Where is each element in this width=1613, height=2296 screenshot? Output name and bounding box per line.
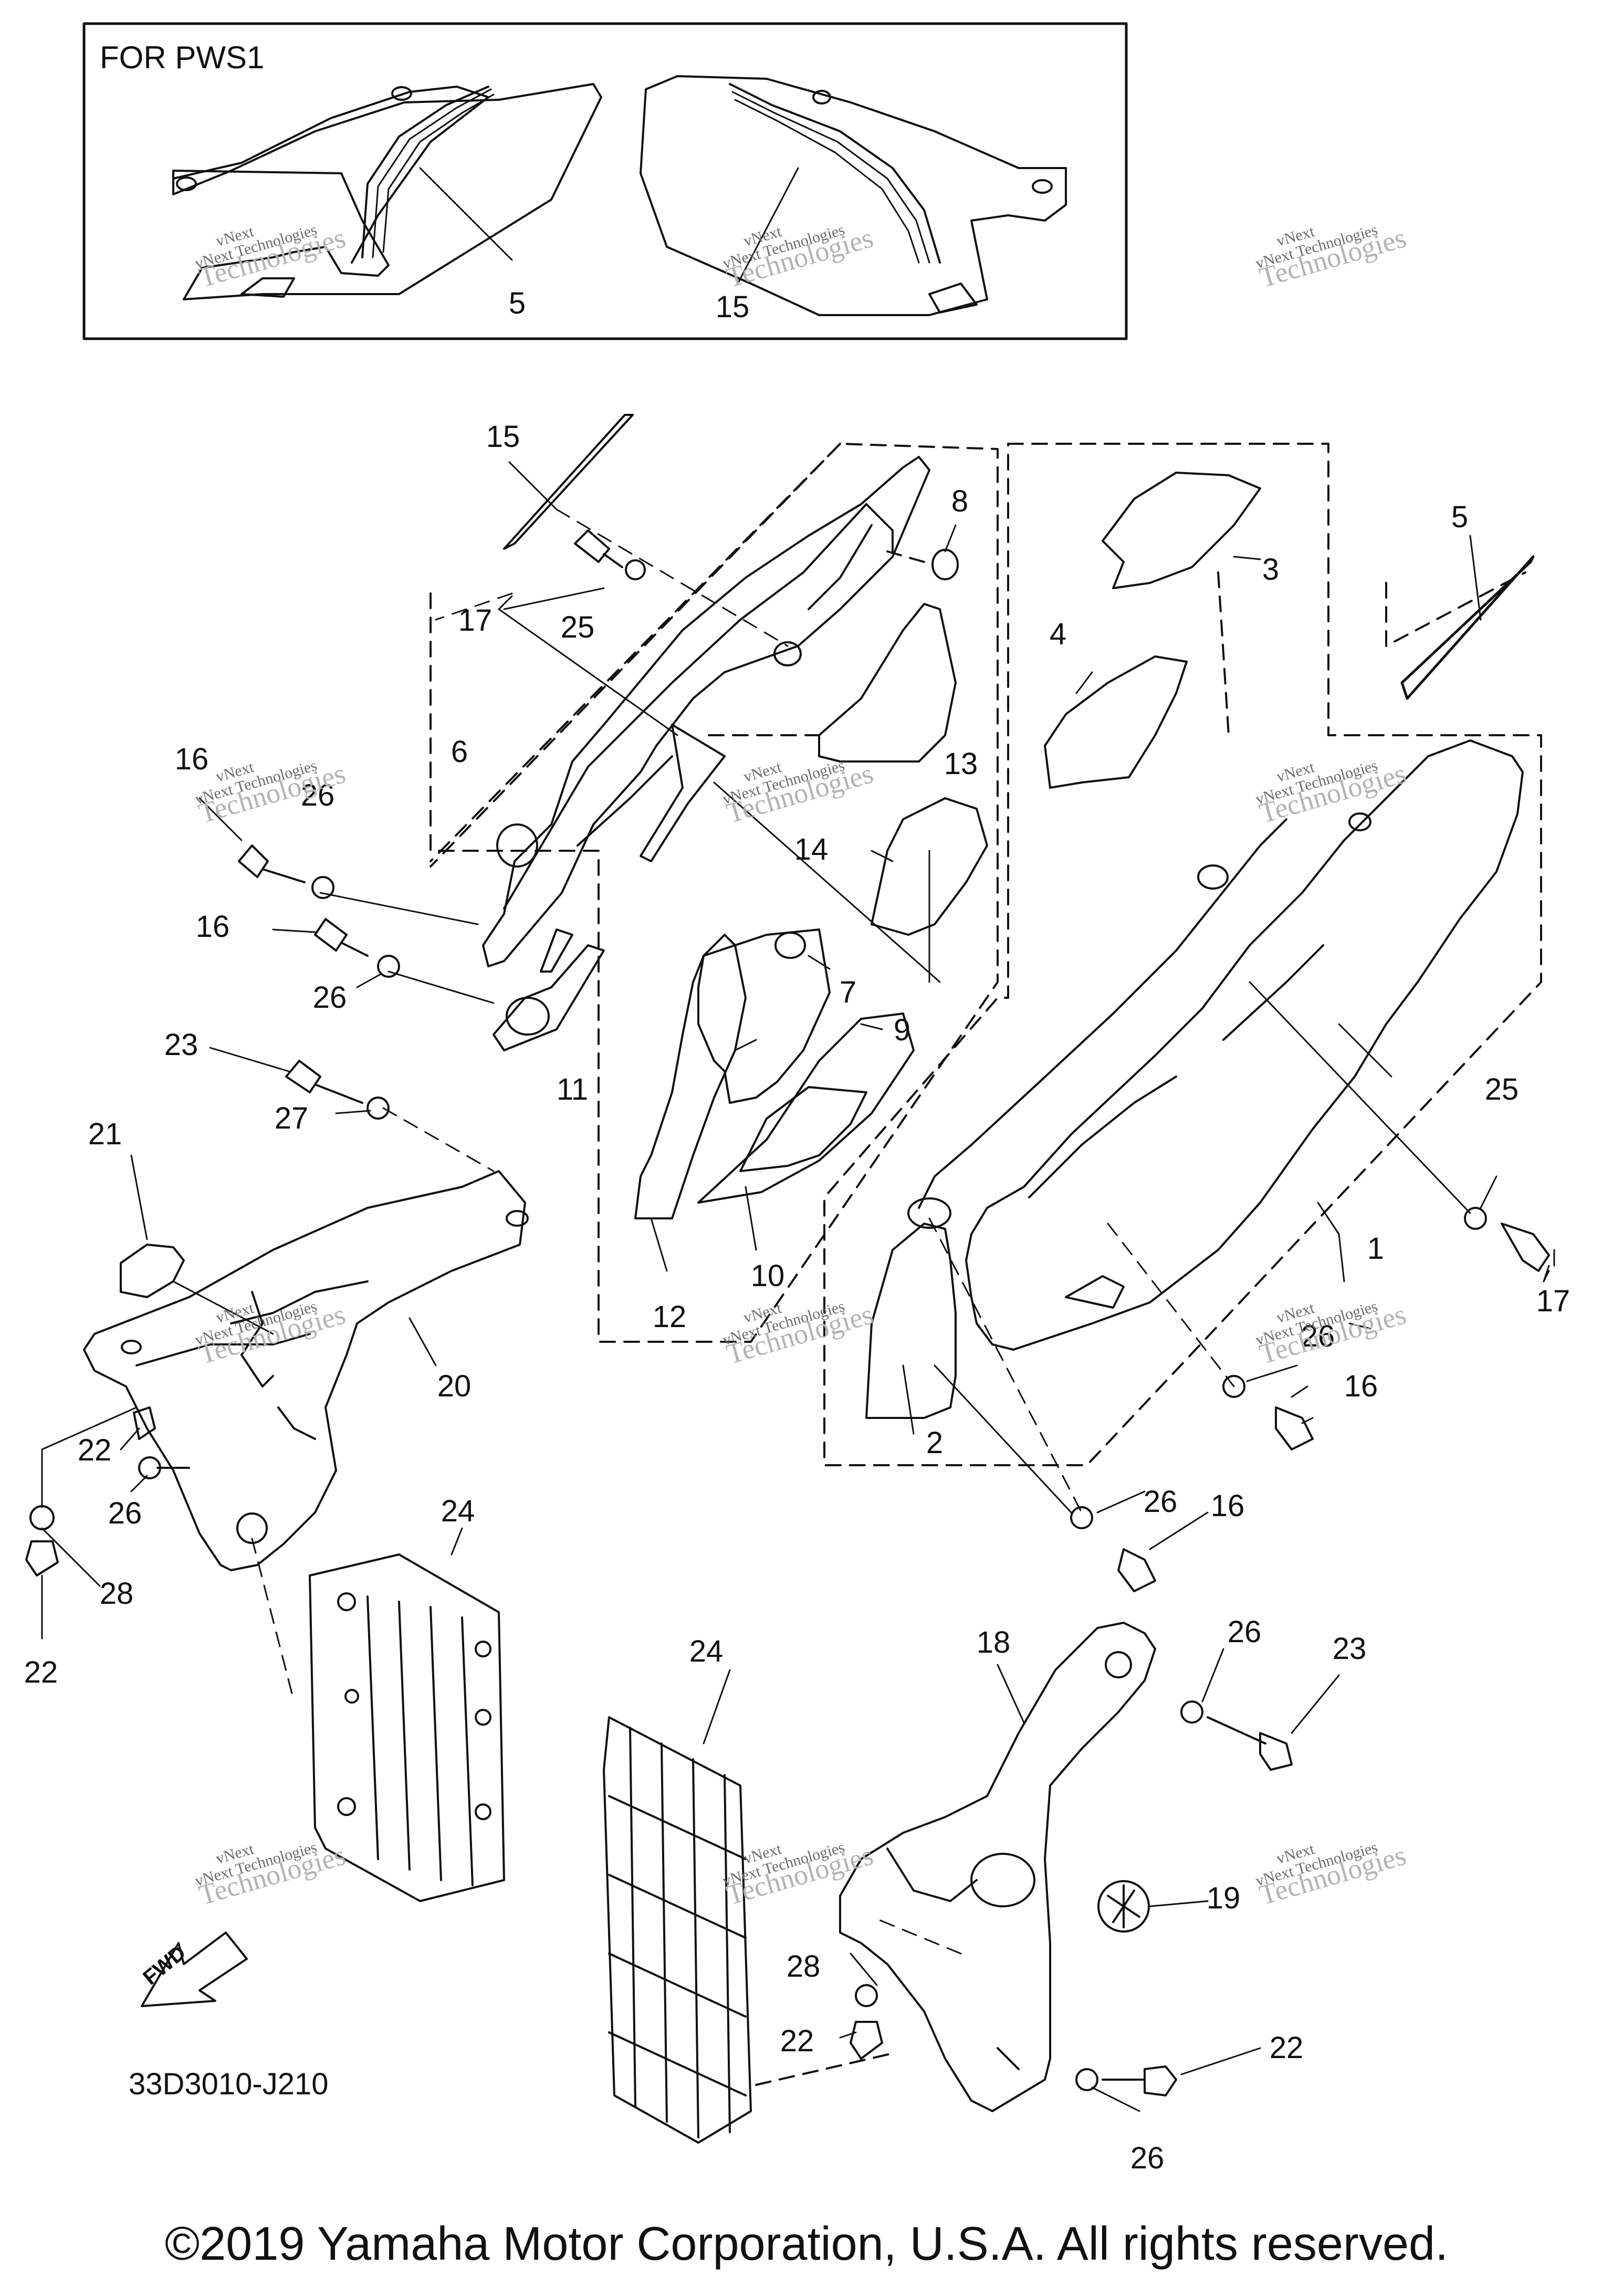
callout-22-b[interactable]: 22 — [24, 1655, 58, 1689]
callout-16-d[interactable]: 16 — [1210, 1489, 1245, 1523]
part-11 — [697, 928, 831, 1104]
callout-26-d[interactable]: 26 — [1301, 1319, 1335, 1353]
callout-24-b[interactable]: 24 — [689, 1634, 724, 1668]
callout-9[interactable]: 9 — [893, 1013, 911, 1047]
diagram-code: 33D3010-J210 — [129, 2067, 329, 2101]
callout-16-a[interactable]: 16 — [174, 742, 209, 776]
part-5 — [1400, 555, 1535, 700]
callout-16-c[interactable]: 16 — [1344, 1369, 1378, 1403]
part-19 — [1097, 1880, 1150, 1933]
part-21 — [120, 1244, 185, 1298]
callout-25-b[interactable]: 25 — [1484, 1072, 1519, 1107]
inset-callout-5[interactable]: 5 — [508, 286, 526, 320]
copyright-notice: ©2019 Yamaha Motor Corporation, U.S.A. A… — [164, 2218, 1449, 2270]
callout-28-b[interactable]: 28 — [786, 1949, 821, 1984]
callout-26-c[interactable]: 26 — [108, 1496, 142, 1530]
callout-19[interactable]: 19 — [1206, 1881, 1241, 1915]
part-18 — [839, 1622, 1156, 2112]
part-7 — [774, 932, 806, 959]
part-2 — [865, 1223, 957, 1419]
inset-callout-15[interactable]: 15 — [715, 290, 750, 324]
callout-22-d[interactable]: 22 — [1269, 2031, 1304, 2065]
callout-6[interactable]: 6 — [451, 735, 468, 769]
callout-27[interactable]: 27 — [274, 1101, 309, 1135]
inset-title: FOR PWS1 — [100, 40, 265, 75]
part-9 — [697, 1013, 915, 1204]
callout-26-f[interactable]: 26 — [1227, 1615, 1262, 1649]
callout-16-b[interactable]: 16 — [195, 910, 230, 944]
callout-15[interactable]: 15 — [486, 420, 520, 454]
part-8 — [931, 549, 959, 580]
inset-right-cover — [640, 75, 1067, 316]
part-15 — [503, 414, 634, 550]
callout-3[interactable]: 3 — [1262, 552, 1280, 587]
callout-4[interactable]: 4 — [1049, 617, 1067, 651]
part-3 — [1102, 472, 1261, 589]
callout-24-a[interactable]: 24 — [441, 1494, 475, 1528]
callout-14[interactable]: 14 — [794, 832, 829, 867]
callout-7[interactable]: 7 — [839, 975, 857, 1009]
callout-12[interactable]: 12 — [652, 1300, 687, 1334]
fwd-arrow — [141, 1932, 248, 2007]
callout-26-e[interactable]: 26 — [1143, 1485, 1178, 1519]
callout-26-b[interactable]: 26 — [312, 980, 347, 1015]
inset-left-cover — [172, 83, 602, 300]
part-20 — [83, 1170, 529, 1571]
callout-17-a[interactable]: 17 — [458, 603, 493, 638]
callout-13[interactable]: 13 — [944, 747, 978, 781]
callout-11[interactable]: 11 — [556, 1072, 589, 1107]
part-24-right — [603, 1716, 894, 2144]
leader-lines — [41, 461, 1555, 2112]
part-10 — [739, 1086, 867, 1172]
callout-23-a[interactable]: 23 — [164, 1028, 198, 1062]
part-13 — [818, 603, 957, 763]
fasteners — [25, 529, 1550, 2096]
part-12 — [634, 934, 747, 1219]
callout-26-g[interactable]: 26 — [1130, 2141, 1165, 2175]
dashed-box-right — [823, 443, 1542, 1466]
callout-28-a[interactable]: 28 — [99, 1577, 134, 1611]
callout-5[interactable]: 5 — [1451, 500, 1469, 534]
callout-22-c[interactable]: 22 — [780, 2024, 814, 2058]
callout-26-a[interactable]: 26 — [300, 778, 335, 812]
callout-22-a[interactable]: 22 — [77, 1433, 112, 1467]
part-4 — [1044, 655, 1188, 789]
callout-10[interactable]: 10 — [750, 1259, 785, 1293]
callout-20[interactable]: 20 — [437, 1369, 472, 1403]
callout-8[interactable]: 8 — [951, 484, 969, 518]
part-24-left — [309, 1553, 505, 1902]
callout-21[interactable]: 21 — [88, 1117, 122, 1151]
part-1 — [907, 739, 1524, 1351]
part-14 — [871, 797, 988, 936]
dashed-box-left — [430, 443, 999, 1343]
part-6 — [482, 456, 930, 1051]
callout-23-b[interactable]: 23 — [1332, 1632, 1367, 1666]
callout-25-a[interactable]: 25 — [560, 610, 595, 644]
callout-18[interactable]: 18 — [976, 1625, 1011, 1660]
inset-frame — [82, 22, 1128, 340]
callout-17-b[interactable]: 17 — [1536, 1284, 1570, 1318]
callout-2[interactable]: 2 — [926, 1426, 944, 1460]
callout-1[interactable]: 1 — [1367, 1232, 1385, 1266]
